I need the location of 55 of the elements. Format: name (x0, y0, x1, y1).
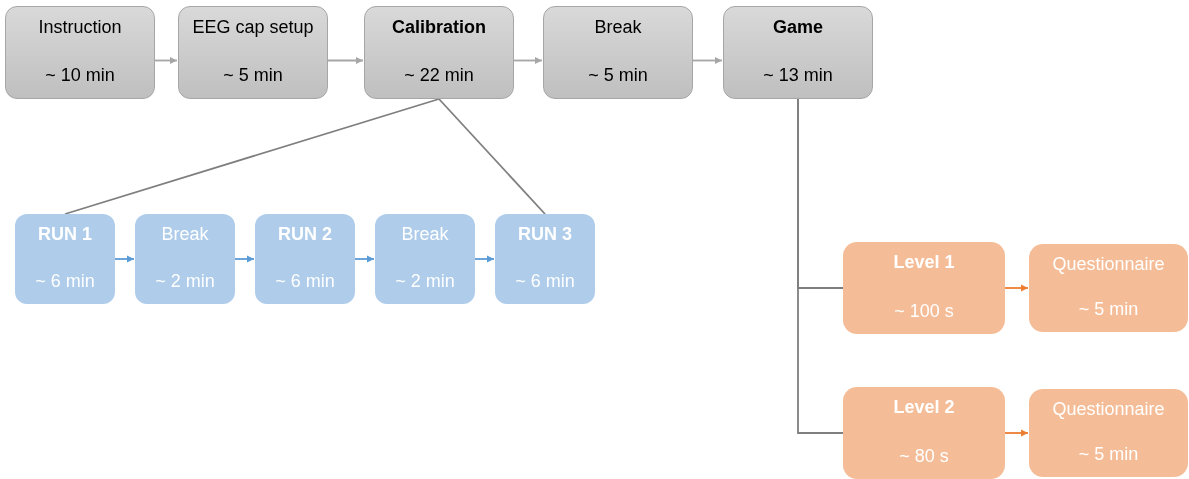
arrow (354, 255, 375, 263)
step-box (375, 214, 475, 304)
step-duration: ~ 5 min (588, 65, 648, 86)
step-duration: ~ 80 s (899, 446, 949, 467)
step-box (1029, 389, 1188, 477)
step-title: Level 2 (893, 397, 955, 418)
step-box (135, 214, 235, 304)
step-duration: ~ 2 min (155, 271, 215, 292)
step-box (5, 6, 155, 99)
step-box (843, 387, 1005, 479)
step-duration: ~ 6 min (515, 271, 575, 292)
step-duration: ~ 22 min (404, 65, 474, 86)
step-title: RUN 3 (518, 224, 572, 245)
step-title: Break (161, 224, 209, 245)
step-duration: ~ 5 min (1078, 299, 1139, 320)
step-duration: ~ 5 min (223, 65, 283, 86)
connector-line (797, 98, 844, 434)
step-title: Level 1 (893, 252, 955, 273)
step-duration: ~ 13 min (763, 65, 833, 86)
connector-line (438, 98, 546, 215)
arrow (327, 57, 364, 64)
step-title: Questionnaire (1052, 254, 1165, 275)
connector-line (64, 98, 440, 215)
step-title: Calibration (392, 17, 486, 38)
step-title: EEG cap setup (192, 17, 314, 38)
step-title: RUN 2 (278, 224, 332, 245)
step-title: Game (773, 17, 823, 38)
step-duration: ~ 100 s (894, 301, 954, 322)
step-title: Instruction (38, 17, 122, 38)
step-box (543, 6, 693, 99)
step-box (495, 214, 595, 304)
step-box (1029, 244, 1188, 332)
step-box (364, 6, 514, 99)
step-title: Break (594, 17, 642, 38)
step-duration: ~ 5 min (1078, 444, 1139, 465)
step-box (15, 214, 115, 304)
arrow (1004, 429, 1029, 437)
step-box (723, 6, 873, 99)
arrow (474, 255, 495, 263)
step-duration: ~ 2 min (395, 271, 455, 292)
step-box (178, 6, 328, 99)
step-title: Break (401, 224, 449, 245)
arrow (154, 57, 178, 64)
arrow (114, 255, 135, 263)
arrow (692, 57, 723, 64)
step-duration: ~ 10 min (45, 65, 115, 86)
step-box (255, 214, 355, 304)
step-duration: ~ 6 min (35, 271, 95, 292)
step-title: Questionnaire (1052, 399, 1165, 420)
step-title: RUN 1 (38, 224, 92, 245)
step-duration: ~ 6 min (275, 271, 335, 292)
arrow (1004, 284, 1029, 292)
arrow (513, 57, 543, 64)
step-box (843, 242, 1005, 334)
arrow (234, 255, 255, 263)
